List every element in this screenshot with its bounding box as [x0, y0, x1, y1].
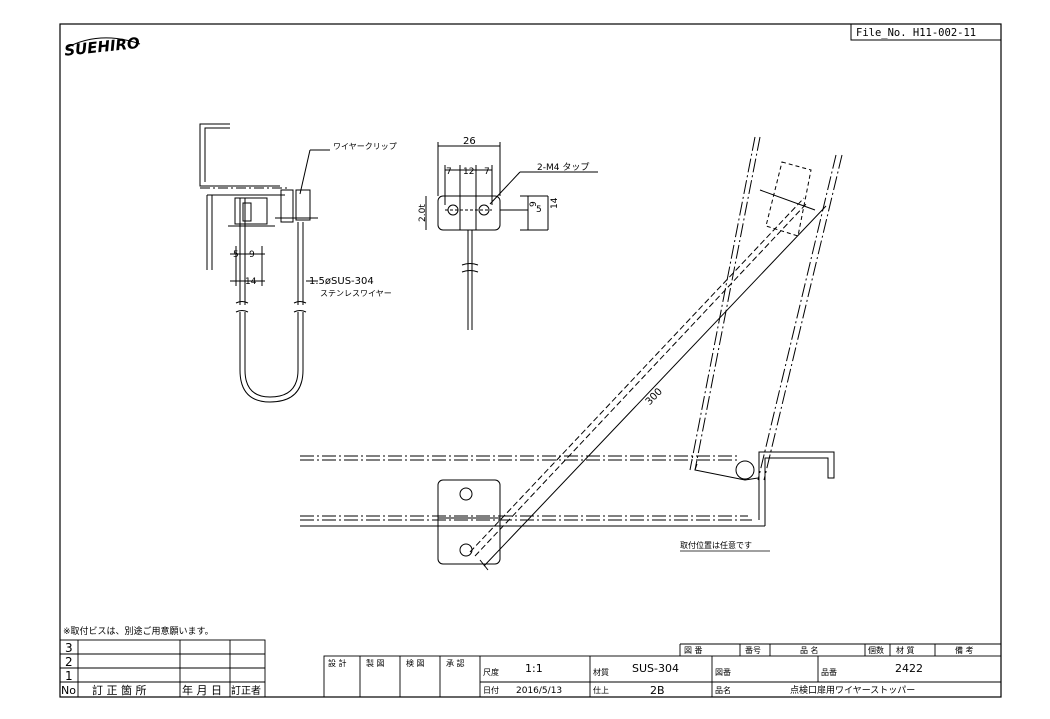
approval-approve: 承 認	[446, 658, 465, 668]
material-label: 材質	[593, 667, 609, 677]
parts-header-name: 品 名	[800, 645, 819, 655]
parts-header-drawing: 図 番	[684, 645, 703, 655]
parts-header-qty: 個数	[868, 645, 884, 655]
rev-row-1: 1	[65, 669, 73, 683]
dim-7b: 7	[484, 167, 490, 177]
name-value: 点検口扉用ワイヤーストッパー	[790, 684, 915, 696]
suehiro-logo: SUEHIRO	[63, 34, 140, 60]
material-value: SUS-304	[632, 662, 679, 675]
wire-spec-label: 1.5øSUS-304	[309, 276, 374, 287]
rev-header-by: 訂正者	[231, 684, 261, 697]
rev-row-3: 3	[65, 641, 73, 655]
dim-26: 26	[463, 136, 476, 147]
dim-300: 300	[644, 386, 665, 407]
finish-value: 2B	[650, 684, 665, 697]
part-no-value: 2422	[895, 662, 923, 675]
tap-label: 2-M4 タップ	[537, 162, 589, 173]
dim-7a: 7	[446, 167, 452, 177]
part-no-label: 品番	[821, 667, 837, 677]
file-no-box: File_No. H11-002-11	[850, 23, 1002, 41]
dim-14: 14	[245, 277, 257, 287]
approval-design: 設 計	[328, 658, 347, 668]
rev-header-date: 年 月 日	[182, 683, 222, 697]
screw-note: ※取付ビスは、別途ご用意願います。	[63, 625, 214, 637]
sheet-border	[59, 23, 1002, 698]
name-label: 品名	[715, 685, 731, 695]
wire-name-label: ステンレスワイヤー	[320, 289, 392, 298]
dim-14b: 14	[550, 197, 560, 209]
parts-header-remarks: 備 考	[955, 645, 974, 655]
approval-drafting: 製 図	[366, 658, 385, 668]
assembly-view	[300, 136, 843, 571]
dim-thickness: 2.0t	[418, 204, 428, 222]
drawing-no-label: 図番	[715, 667, 731, 677]
title-block-lines	[323, 643, 1002, 698]
dim-9: 9	[249, 250, 255, 260]
side-view	[199, 123, 330, 403]
dim-5b: 5	[536, 205, 542, 215]
dim-12: 12	[463, 167, 474, 177]
scale-label: 尺度	[483, 667, 499, 677]
rev-row-2: 2	[65, 655, 73, 669]
parts-header-material: 材 質	[896, 645, 915, 655]
rev-header-no: No	[61, 684, 76, 697]
rev-header-location: 訂 正 箇 所	[92, 683, 147, 697]
scale-value: 1:1	[525, 662, 543, 675]
date-label: 日付	[483, 685, 499, 695]
date-value: 2016/5/13	[516, 686, 562, 696]
finish-label: 仕上	[593, 685, 609, 695]
revision-table	[59, 639, 266, 698]
dim-5: 5	[233, 250, 239, 260]
approval-check: 検 図	[406, 658, 425, 668]
mount-note: 取付位置は任意です	[680, 540, 752, 550]
dim-9b: 9	[529, 201, 539, 207]
file-no: File_No. H11-002-11	[856, 27, 976, 39]
parts-header-number: 番号	[745, 645, 761, 655]
wire-clip-label: ワイヤークリップ	[333, 142, 397, 151]
bracket-front-view	[425, 142, 598, 330]
logo-text: SUEHIRO	[63, 34, 140, 60]
